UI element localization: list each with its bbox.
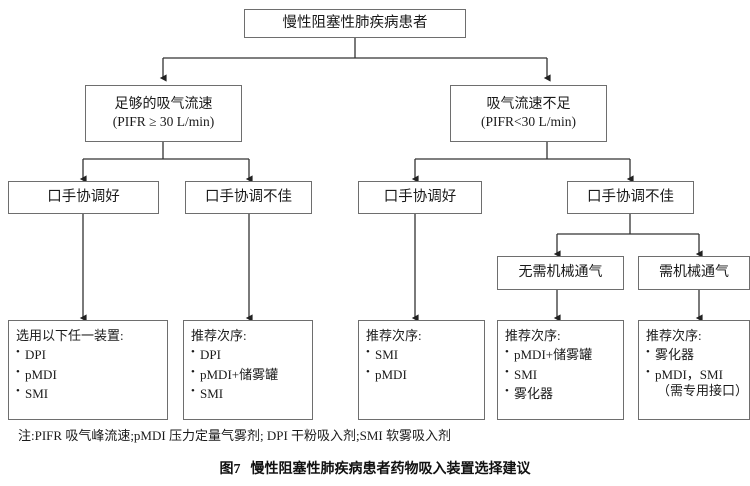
node-sufficient-pifr-label: 足够的吸气流速 [114, 97, 213, 113]
leaf-item-list: SMI pMDI [366, 346, 407, 386]
node-coordination-good-right: 口手协调好 [358, 181, 482, 214]
node-coordination-good-left-label: 口手协调好 [47, 189, 120, 206]
leaf-item-list: 雾化器 pMDI，SMI （需专用接口） [646, 346, 749, 402]
node-coordination-poor-right: 口手协调不佳 [567, 181, 694, 214]
list-item: DPI [191, 346, 278, 363]
node-root-label: 慢性阻塞性肺疾病患者 [282, 15, 428, 32]
node-mechanical-ventilation: 需机械通气 [638, 256, 750, 290]
list-item: pMDI [366, 365, 407, 383]
node-coordination-good-left: 口手协调好 [8, 181, 159, 214]
list-item: SMI [16, 385, 57, 402]
node-insufficient-pifr-label: 吸气流速不足 [486, 97, 571, 113]
node-sufficient-pifr-sub: (PIFR ≥ 30 L/min) [112, 113, 215, 129]
leaf-title: 选用以下任一装置: [16, 328, 124, 343]
figure-footnote: 注:PIFR 吸气峰流速;pMDI 压力定量气雾剂; DPI 干粉吸入剂;SMI… [18, 428, 451, 443]
leaf-title: 推荐次序: [366, 328, 422, 343]
node-coordination-poor-left-label: 口手协调不佳 [205, 189, 292, 206]
node-root: 慢性阻塞性肺疾病患者 [244, 9, 466, 38]
list-item: 雾化器 [646, 346, 748, 363]
list-item-continuation: （需专用接口） [657, 382, 749, 398]
leaf-device-options-any: 选用以下任一装置: DPI pMDI SMI [8, 320, 168, 420]
leaf-recommended-order-3: 推荐次序: pMDI+储雾罐 SMI 雾化器 [497, 320, 624, 420]
node-coordination-poor-right-label: 口手协调不佳 [587, 189, 674, 206]
list-item: SMI [505, 365, 592, 383]
list-item: SMI [191, 385, 278, 402]
list-item: pMDI，SMI （需专用接口） [646, 366, 749, 400]
figure-caption-text: 慢性阻塞性肺疾病患者药物吸入装置选择建议 [250, 462, 531, 477]
node-mechanical-ventilation-label: 需机械通气 [659, 265, 729, 281]
leaf-item-list: pMDI+储雾罐 SMI 雾化器 [505, 346, 592, 405]
node-no-mechanical-ventilation-label: 无需机械通气 [518, 265, 603, 281]
leaf-title: 推荐次序: [646, 328, 702, 343]
node-coordination-poor-left: 口手协调不佳 [185, 181, 312, 214]
list-item: pMDI+储雾罐 [191, 365, 278, 383]
leaf-title: 推荐次序: [191, 328, 247, 343]
list-item: SMI [366, 346, 407, 363]
leaf-recommended-order-4: 推荐次序: 雾化器 pMDI，SMI （需专用接口） [638, 320, 750, 420]
list-item: 雾化器 [505, 385, 592, 402]
list-item: pMDI [16, 365, 57, 383]
node-no-mechanical-ventilation: 无需机械通气 [497, 256, 624, 290]
leaf-recommended-order-1: 推荐次序: DPI pMDI+储雾罐 SMI [183, 320, 313, 420]
leaf-recommended-order-2: 推荐次序: SMI pMDI [358, 320, 485, 420]
leaf-item-list: DPI pMDI SMI [16, 346, 57, 405]
node-sufficient-pifr: 足够的吸气流速 (PIFR ≥ 30 L/min) [85, 85, 242, 142]
list-item: DPI [16, 346, 57, 363]
figure-caption: 图7 慢性阻塞性肺疾病患者药物吸入装置选择建议 [0, 458, 750, 478]
node-insufficient-pifr: 吸气流速不足 (PIFR<30 L/min) [450, 85, 607, 142]
leaf-title: 推荐次序: [505, 328, 561, 343]
node-insufficient-pifr-sub: (PIFR<30 L/min) [481, 113, 576, 129]
leaf-item-list: DPI pMDI+储雾罐 SMI [191, 346, 278, 405]
node-coordination-good-right-label: 口手协调好 [383, 189, 457, 206]
list-item: pMDI+储雾罐 [505, 346, 592, 363]
figure-caption-number: 图7 [219, 462, 241, 477]
list-item-text: pMDI，SMI [655, 366, 723, 382]
